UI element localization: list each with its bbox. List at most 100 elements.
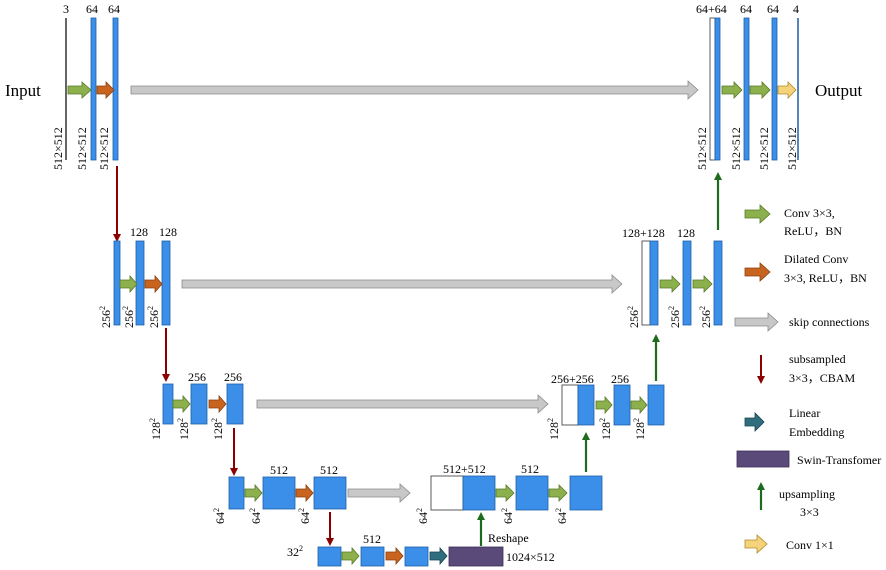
level3-decoder: 256+256 256 1282 1282 1282: [546, 334, 665, 440]
conv-arrow: [721, 81, 743, 99]
feature-map-e4a: [262, 476, 296, 510]
level1-decoder: 64+64 64 64 4 Output 512×512 512×512 512…: [695, 2, 863, 170]
feature-map-l4-in: [228, 476, 245, 510]
legend-skip-label: skip connections: [789, 315, 870, 329]
channel-label-d2cat: 128+128: [622, 226, 665, 240]
size-label-512-d: 512×512: [695, 127, 709, 170]
size-label-256-f: 2562: [698, 306, 713, 328]
size-label-512-e: 512×512: [729, 127, 743, 170]
feature-map-e3b: [226, 383, 244, 425]
size-label-64-d: 642: [415, 508, 430, 524]
feature-map-d2b: [713, 240, 723, 326]
feature-map-d3b: [647, 384, 665, 426]
size-label-512-f: 512×512: [757, 127, 771, 170]
channel-label-e3b: 256: [224, 370, 242, 384]
reshape-label: Reshape: [488, 531, 529, 545]
conv-arrow: [341, 546, 360, 566]
channel-label-e2b: 128: [159, 225, 177, 239]
legend-up-line1: upsampling: [779, 487, 835, 501]
conv-arrow: [67, 81, 92, 99]
feature-map-d4b: [569, 475, 603, 511]
skip-connection-arrow-2: [181, 274, 623, 294]
linear-embedding-arrow: [429, 546, 448, 566]
size-label-256-c: 2562: [146, 306, 161, 328]
level3-encoder: 256 256 1282 1282 1282: [148, 370, 244, 440]
bottleneck: 322 512 1024×512 Reshape: [287, 512, 555, 567]
size-label-512-a: 512×512: [51, 127, 65, 170]
legend-linear-line1: Linear: [789, 406, 820, 420]
feature-map-d1b: [771, 17, 778, 161]
size-label-64-b: 642: [248, 508, 263, 524]
feature-map-l2-in: [113, 240, 121, 326]
dilated-conv-arrow: [96, 81, 115, 99]
conv-arrow: [244, 483, 263, 503]
legend-conv-line2: ReLU，BN: [784, 224, 842, 238]
legend-swin-icon: [736, 450, 790, 468]
feature-map-e4b: [313, 476, 347, 510]
reshape-size-label: 1024×512: [506, 550, 555, 564]
channel-label-d2: 128: [677, 226, 695, 240]
legend-upsample-icon: [757, 482, 765, 510]
legend-conv-icon: [744, 204, 771, 224]
size-label-32: 322: [287, 544, 303, 559]
feature-map-d1a: [743, 17, 750, 161]
size-label-128-a: 1282: [148, 418, 163, 440]
channel-label-e1a: 64: [86, 2, 98, 16]
conv-arrow: [692, 275, 713, 293]
feature-map-e2b: [161, 240, 171, 326]
level1-encoder: 3 64 64 Input 512×512 512×512 512×512: [5, 2, 120, 170]
level4-decoder: 512+512 512 642 642 642: [415, 432, 603, 524]
legend: Conv 3×3, ReLU，BN Dilated Conv 3×3, ReLU…: [734, 204, 881, 554]
concat-blue-map-2: [649, 240, 659, 326]
conv-arrow: [119, 274, 138, 294]
dilated-conv-arrow: [385, 546, 404, 566]
level4-encoder: 512 512 642 642 642: [212, 463, 347, 524]
dilated-conv-arrow: [144, 274, 163, 294]
legend-conv-line1: Conv 3×3,: [784, 206, 835, 220]
subsample-arrow-1: [113, 166, 121, 242]
conv-arrow: [749, 81, 771, 99]
size-label-256-d: 2562: [626, 306, 641, 328]
channel-label-d3cat: 256+256: [551, 372, 594, 386]
legend-dilated-line1: Dilated Conv: [784, 252, 848, 266]
size-label-256-e: 2562: [667, 306, 682, 328]
size-label-128-b: 1282: [176, 418, 191, 440]
channel-label-d1cat: 64+64: [696, 2, 727, 16]
upsample-arrow-4: [582, 432, 590, 472]
legend-subsample-icon: [757, 355, 765, 384]
conv-arrow: [630, 395, 648, 415]
subsample-arrow-3: [230, 428, 238, 476]
concat-blue-map-1: [714, 17, 721, 161]
size-label-64-f: 642: [554, 508, 569, 524]
feature-map-b1: [360, 546, 385, 567]
legend-conv1-icon: [744, 534, 768, 554]
swin-transformer-block: [448, 546, 504, 567]
channel-label-e2a: 128: [130, 225, 148, 239]
conv-arrow: [548, 484, 568, 502]
skip-connection-arrow-3: [256, 394, 549, 414]
dilated-conv-arrow: [295, 483, 314, 503]
skip-connection-arrow-1: [130, 80, 699, 100]
size-label-512-c: 512×512: [97, 127, 111, 170]
size-label-512-g: 512×512: [785, 127, 799, 170]
level2-encoder: 128 128 2562 2562 2562: [98, 225, 177, 328]
upsample-arrow-2: [714, 172, 722, 230]
subsample-arrow-4: [326, 512, 334, 546]
channel-label-d1b: 64: [767, 2, 779, 16]
channel-label-d3: 256: [611, 372, 629, 386]
legend-dilated-line2: 3×3, ReLU，BN: [784, 271, 867, 285]
concat-blue-map-4: [462, 475, 496, 511]
channel-label-d4: 512: [521, 462, 539, 476]
size-label-64-a: 642: [212, 508, 227, 524]
size-label-128-f: 1282: [632, 418, 647, 440]
legend-dilated-icon: [744, 262, 771, 282]
legend-swin-label: Swin-Transfomer: [797, 453, 881, 467]
concat-white-map-4: [430, 475, 464, 511]
level2-decoder: 128+128 128 2562 2562 2562: [622, 172, 723, 328]
legend-conv1-label: Conv 1×1: [786, 538, 834, 552]
feature-map-b2: [404, 546, 429, 567]
upsample-arrow-3: [652, 334, 660, 381]
feature-map-e1a: [90, 17, 97, 161]
